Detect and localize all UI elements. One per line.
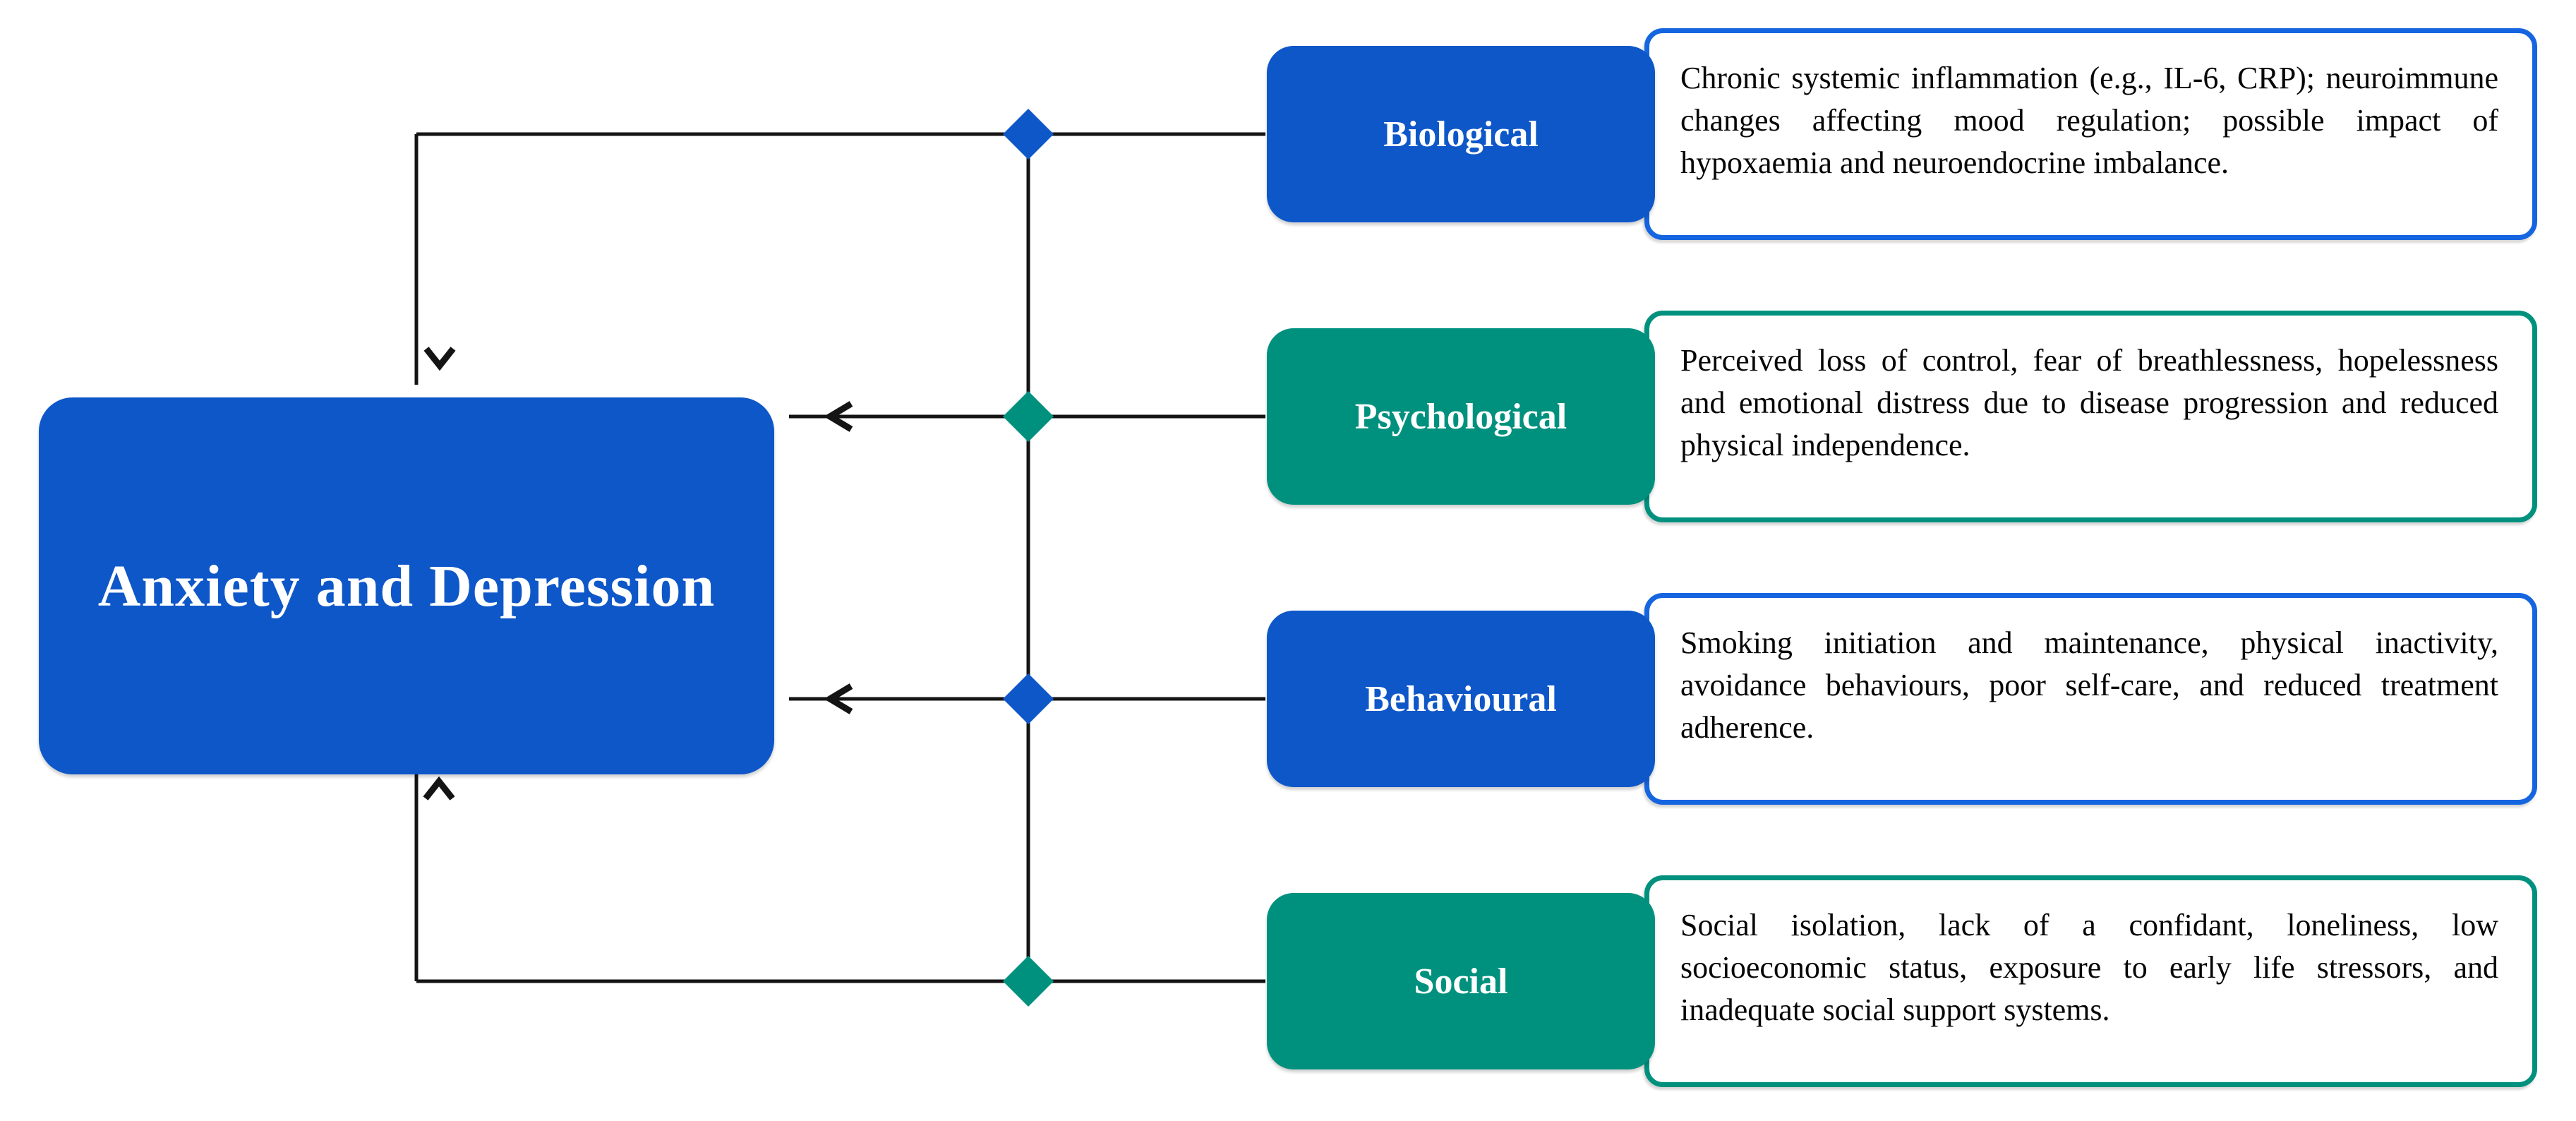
diamond-psychological-icon bbox=[1003, 391, 1054, 442]
category-box-psychological: Psychological bbox=[1267, 328, 1655, 505]
main-node-anxiety-depression: Anxiety and Depression bbox=[39, 397, 774, 774]
diamond-social-icon bbox=[1003, 956, 1054, 1007]
category-label-psychological: Psychological bbox=[1354, 396, 1567, 437]
category-label-biological: Biological bbox=[1383, 114, 1539, 155]
diamond-behavioural-icon bbox=[1003, 673, 1054, 724]
description-box-biological: Chronic systemic inflammation (e.g., IL-… bbox=[1644, 28, 2537, 240]
description-text-biological: Chronic systemic inflammation (e.g., IL-… bbox=[1680, 61, 2498, 180]
diamond-biological-icon bbox=[1003, 109, 1054, 160]
description-text-psychological: Perceived loss of control, fear of breat… bbox=[1680, 343, 2498, 462]
description-text-social: Social isolation, lack of a confidant, l… bbox=[1680, 908, 2498, 1027]
category-label-social: Social bbox=[1414, 961, 1508, 1002]
description-box-psychological: Perceived loss of control, fear of breat… bbox=[1644, 311, 2537, 522]
category-box-biological: Biological bbox=[1267, 46, 1655, 222]
arrowhead-up-icon bbox=[423, 776, 455, 801]
description-text-behavioural: Smoking initiation and maintenance, phys… bbox=[1680, 625, 2498, 745]
description-box-behavioural: Smoking initiation and maintenance, phys… bbox=[1644, 593, 2537, 805]
category-box-behavioural: Behavioural bbox=[1267, 611, 1655, 787]
arrowhead-down-icon bbox=[423, 347, 456, 371]
arrowhead-left-behavioural-icon bbox=[824, 683, 853, 714]
arrowhead-left-psychological-icon bbox=[824, 401, 853, 432]
category-label-behavioural: Behavioural bbox=[1365, 678, 1557, 719]
main-node-label: Anxiety and Depression bbox=[97, 553, 716, 619]
description-box-social: Social isolation, lack of a confidant, l… bbox=[1644, 875, 2537, 1087]
category-box-social: Social bbox=[1267, 893, 1655, 1069]
